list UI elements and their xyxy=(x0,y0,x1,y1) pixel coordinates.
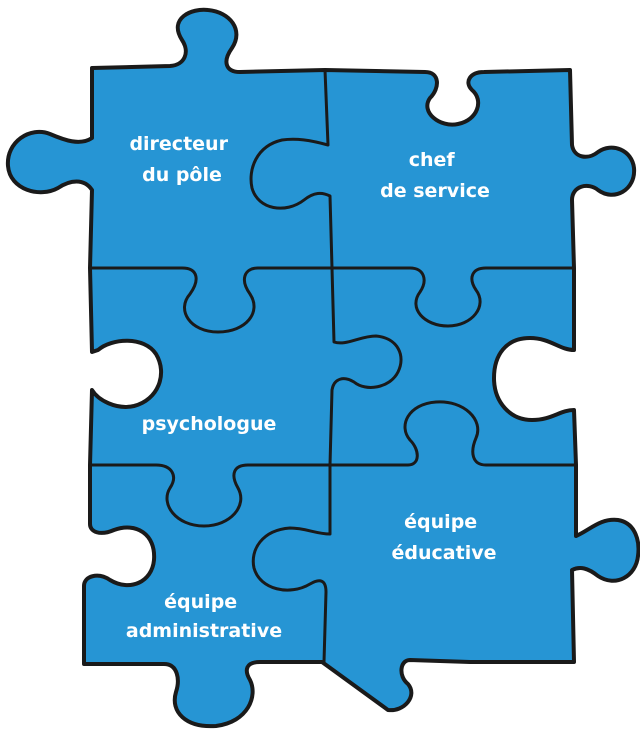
seam-left-upper xyxy=(88,266,334,334)
equipe-administrative-line-1: équipe xyxy=(164,591,237,613)
puzzle-body xyxy=(5,7,640,729)
seam-bottom-vertical xyxy=(251,463,332,664)
chef-line-1: chef xyxy=(409,149,456,171)
directeur-line-1: directeur xyxy=(129,133,228,155)
piece-label-equipe-administrative: équipe administrative xyxy=(126,591,282,642)
seam-right-upper xyxy=(330,266,576,328)
seam-top-vertical xyxy=(249,68,334,270)
seam-right-lower xyxy=(328,400,578,467)
seam-middle-vertical xyxy=(328,266,403,467)
chef-line-2: de service xyxy=(380,180,490,202)
piece-label-equipe-educative: équipe éducative xyxy=(392,511,497,564)
equipe-administrative-line-2: administrative xyxy=(126,620,282,642)
puzzle-seams xyxy=(88,68,578,664)
labels: directeur du pôle chef de service psycho… xyxy=(126,133,497,642)
psychologue-line-1: psychologue xyxy=(142,413,277,435)
equipe-educative-line-1: équipe xyxy=(404,511,477,533)
directeur-line-2: du pôle xyxy=(142,164,222,186)
seam-left-lower xyxy=(88,463,332,528)
equipe-educative-line-2: éducative xyxy=(392,542,497,564)
piece-label-psychologue: psychologue xyxy=(142,413,277,435)
piece-label-directeur: directeur du pôle xyxy=(129,133,234,186)
piece-label-chef: chef de service xyxy=(380,149,490,202)
puzzle-outline xyxy=(5,7,640,729)
